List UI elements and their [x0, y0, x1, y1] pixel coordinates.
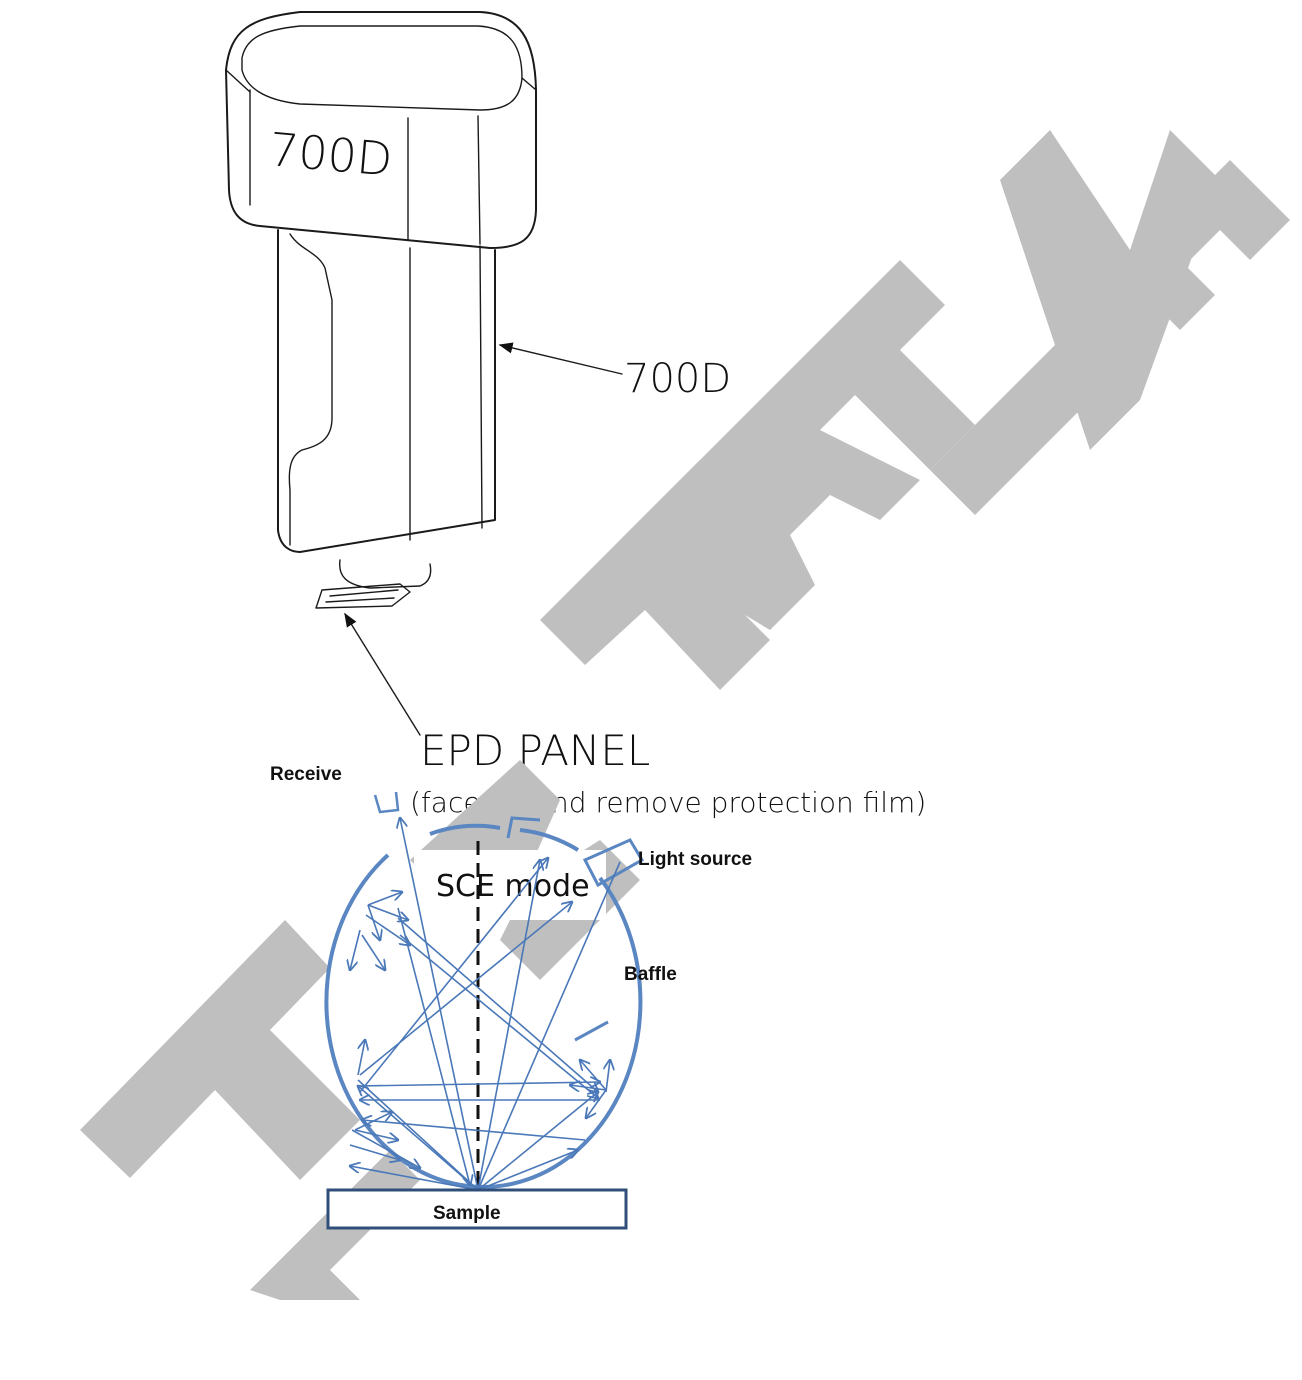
baffle-label: Baffle	[624, 964, 677, 985]
mode-title: SCE mode	[436, 869, 590, 904]
epd-callout	[344, 612, 421, 736]
receiver-port	[373, 791, 400, 814]
receive-label: Receive	[270, 764, 342, 785]
device-callout-label: 700D	[624, 356, 731, 402]
device-body-text: 700D	[267, 122, 394, 187]
light-source-tube	[582, 838, 645, 888]
epd-callout-label: EPD PANEL	[420, 726, 650, 775]
watermark	[80, 130, 1290, 1300]
light-source-label: Light source	[638, 849, 752, 870]
top-port	[506, 816, 541, 839]
baffle	[574, 1020, 609, 1042]
sphere-diagram	[324, 791, 645, 1230]
sample-box	[326, 1188, 628, 1230]
sample-label: Sample	[433, 1203, 501, 1224]
light-rays	[350, 818, 621, 1191]
device-callout	[498, 342, 623, 375]
device-drawing	[225, 11, 537, 609]
